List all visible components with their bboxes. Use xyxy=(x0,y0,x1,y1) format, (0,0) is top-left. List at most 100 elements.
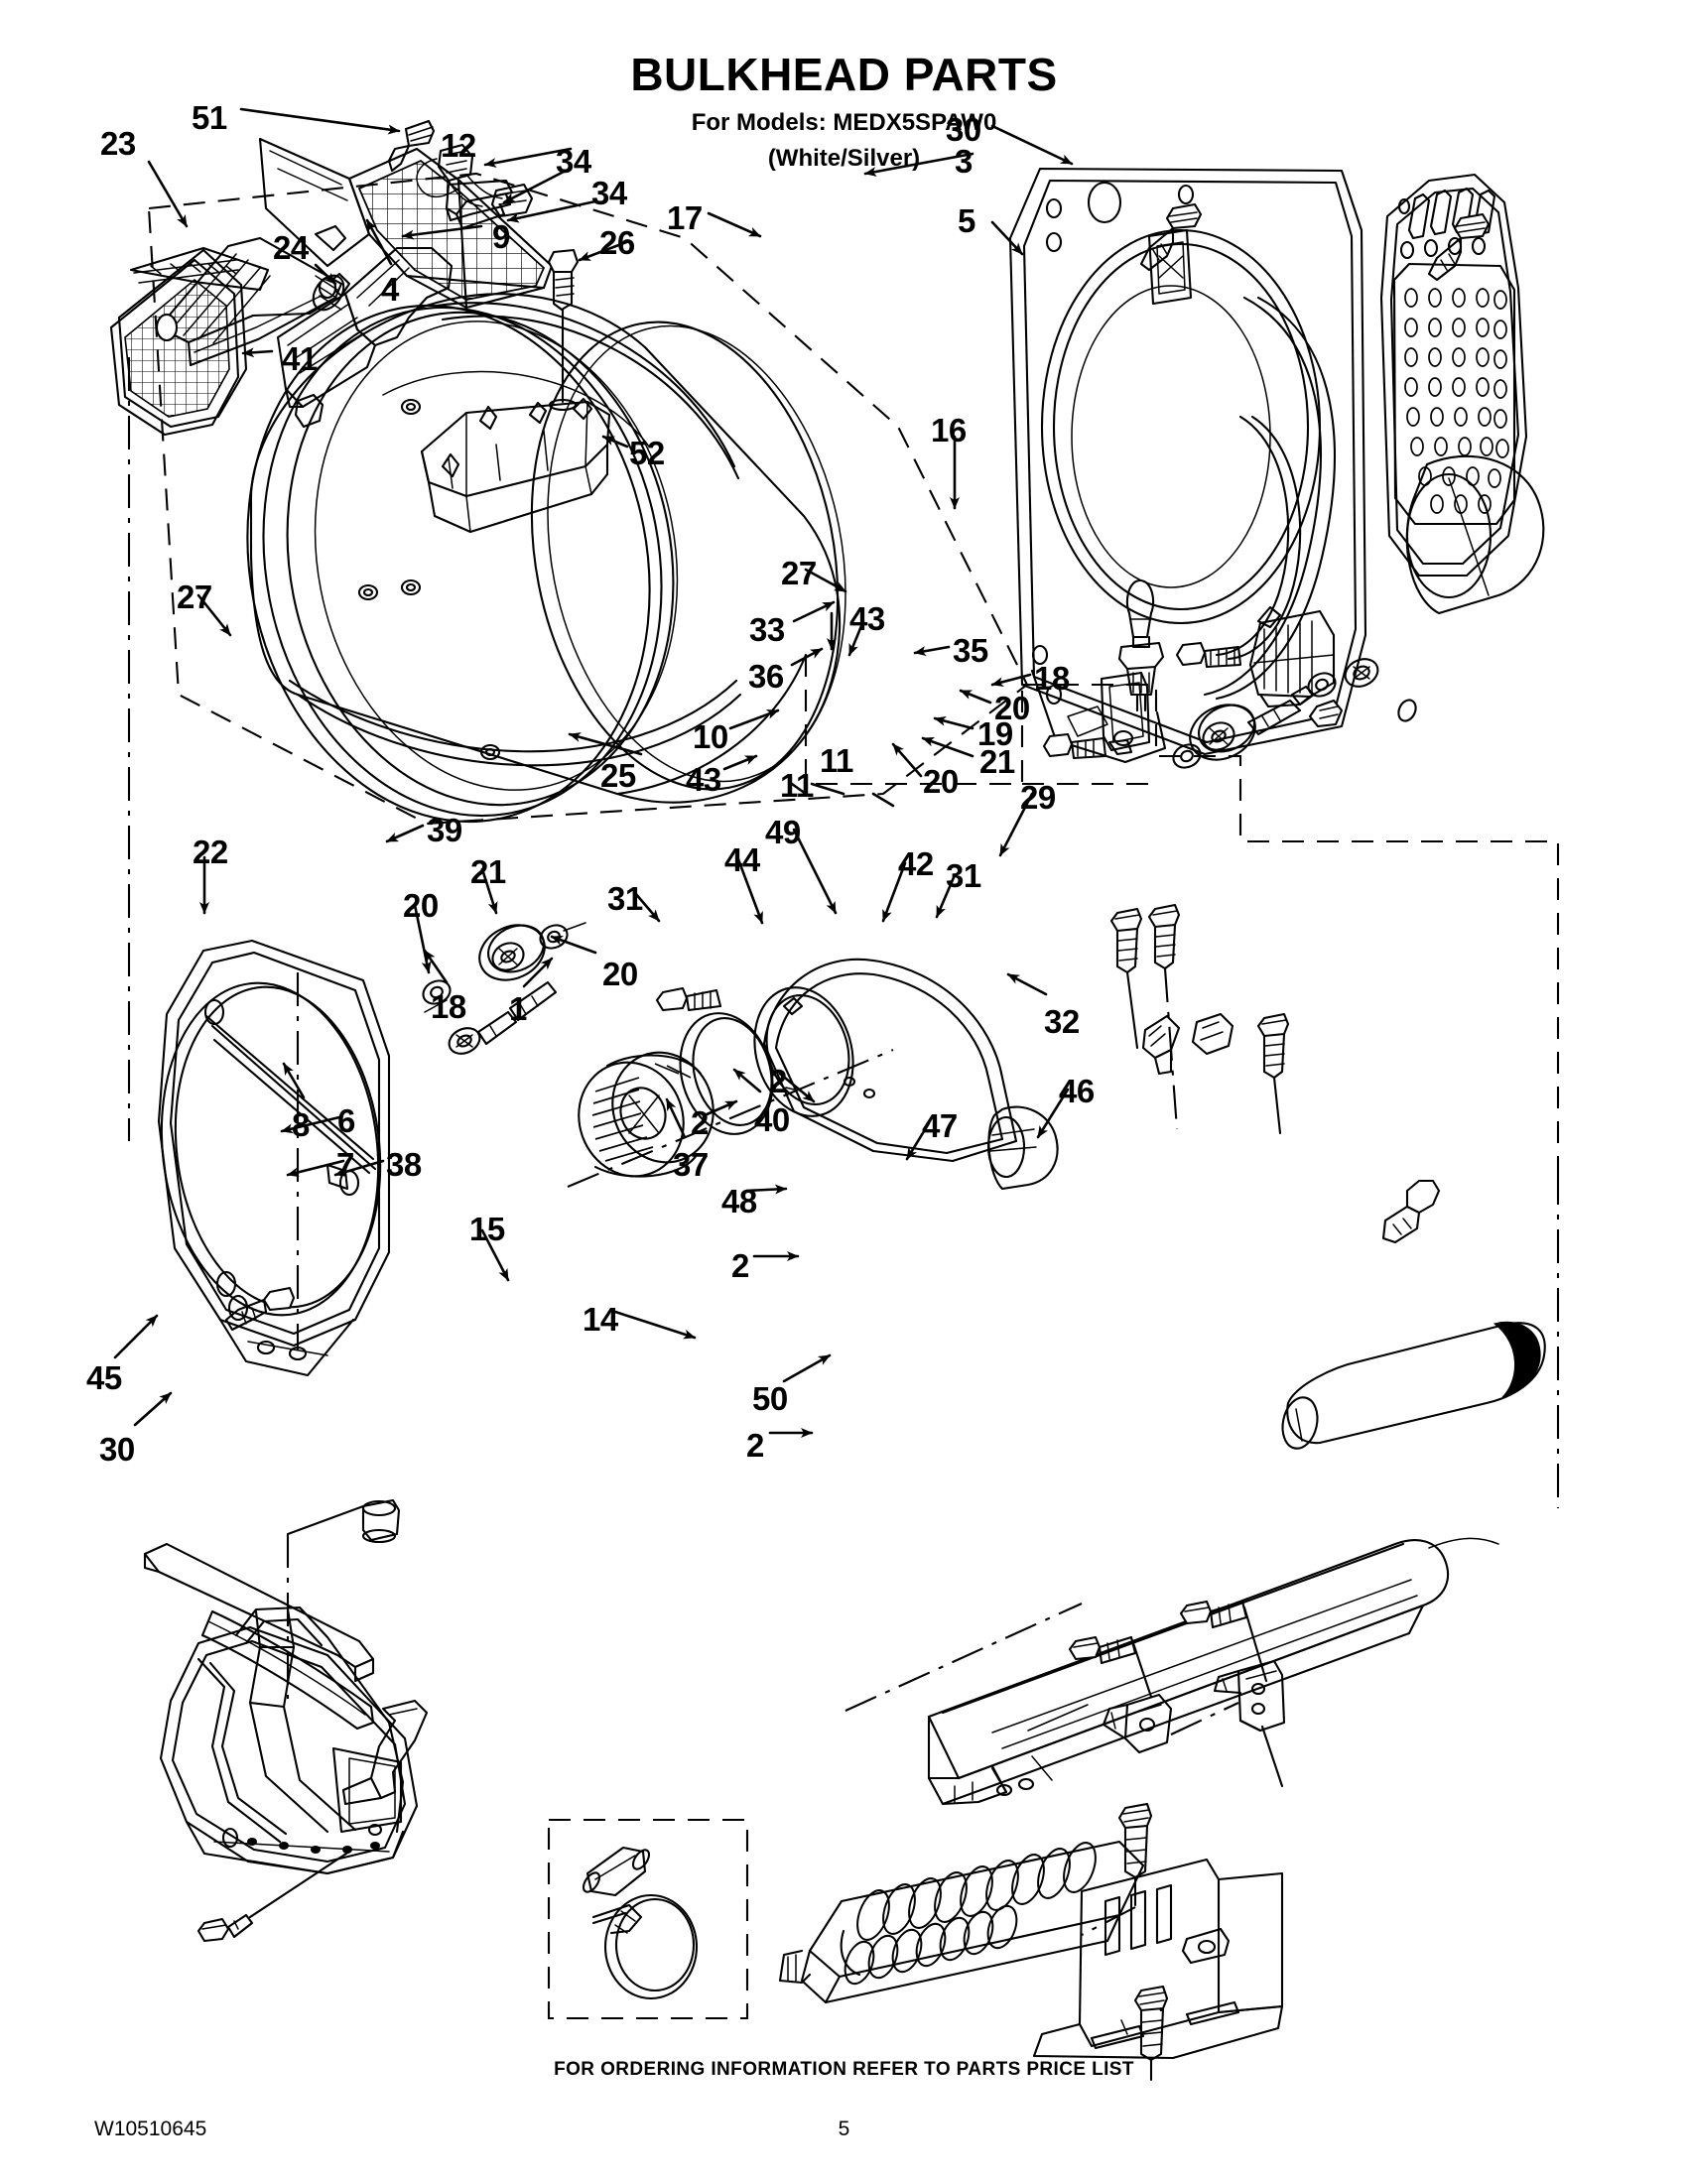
callout-48: 48 xyxy=(721,1183,757,1220)
callout-20c: 20 xyxy=(403,887,439,924)
callout-27a: 27 xyxy=(177,578,212,615)
callout-16: 16 xyxy=(931,412,967,449)
spring-part xyxy=(312,274,345,312)
screw-51 xyxy=(387,119,436,173)
motor-shaft-assembly-1 xyxy=(422,922,586,1055)
screw-11-a xyxy=(1109,907,1143,1050)
screw-2-b xyxy=(1068,1635,1153,1699)
group-27-dashed-outline xyxy=(804,655,1560,1508)
callout-31b: 31 xyxy=(946,857,981,894)
callout-2b: 2 xyxy=(691,1104,709,1141)
wire-retainer-49 xyxy=(1141,1014,1181,1076)
callout-24: 24 xyxy=(273,229,309,266)
idler-assembly xyxy=(1172,658,1379,769)
callout-34a: 34 xyxy=(556,143,591,180)
callout-26: 26 xyxy=(599,224,635,261)
terminal-block-cover-10 xyxy=(1100,671,1151,756)
thermal-fuse-36 xyxy=(1117,641,1165,712)
callout-46: 46 xyxy=(1059,1073,1095,1109)
callout-45: 45 xyxy=(86,1359,122,1396)
page-number: 5 xyxy=(838,2118,850,2140)
callout-27b: 27 xyxy=(781,555,817,591)
lint-screen-cover-5 xyxy=(1379,173,1528,578)
thermistor-33 xyxy=(1125,578,1155,649)
callout-1: 1 xyxy=(509,990,527,1027)
rear-bulkhead-39 xyxy=(157,939,391,1377)
callout-21a: 21 xyxy=(979,743,1015,780)
callout-32: 32 xyxy=(1044,1003,1080,1040)
callout-31a: 31 xyxy=(607,880,643,917)
screw-11-b xyxy=(1147,903,1181,1130)
felt-seal-7 xyxy=(200,1609,375,1731)
callout-25: 25 xyxy=(600,757,636,794)
callout-7: 7 xyxy=(336,1146,354,1183)
thermostat-bracket-47 xyxy=(1213,1659,1286,1788)
callout-52: 52 xyxy=(629,435,665,471)
callout-5: 5 xyxy=(958,202,975,239)
screw-31-left xyxy=(655,986,722,1012)
callout-51: 51 xyxy=(192,99,227,136)
callout-40: 40 xyxy=(754,1101,790,1138)
ordering-info-note: FOR ORDERING INFORMATION REFER TO PARTS … xyxy=(554,2059,1134,2080)
callout-2a: 2 xyxy=(769,1063,787,1099)
callout-39: 39 xyxy=(427,812,462,848)
callout-14: 14 xyxy=(583,1301,618,1338)
callout-29: 29 xyxy=(1020,779,1056,816)
callout-38: 38 xyxy=(386,1146,422,1183)
callout-49: 49 xyxy=(765,814,801,850)
callout-30b: 30 xyxy=(99,1431,135,1468)
screw-2-c xyxy=(1081,1802,1153,1936)
callout-8: 8 xyxy=(292,1106,310,1143)
callout-11a: 11 xyxy=(780,767,814,804)
leader-lines xyxy=(113,107,1074,1438)
screw-30-bottom xyxy=(196,1850,351,1943)
callout-2c: 2 xyxy=(731,1247,749,1284)
screw-43-lower xyxy=(1042,732,1107,760)
screw-2-d xyxy=(1133,1985,1169,2082)
screw-3 xyxy=(1139,202,1203,272)
callout-6: 6 xyxy=(337,1102,355,1139)
blower-housing-44 xyxy=(567,958,1059,1191)
drum-end-cylinder xyxy=(1405,454,1545,615)
callout-50: 50 xyxy=(752,1380,788,1417)
screw-43-upper xyxy=(1175,641,1242,669)
callout-17: 17 xyxy=(667,199,703,236)
roller-sleeve-32 xyxy=(1281,1321,1546,1450)
wire-clamp-42 xyxy=(1191,1012,1234,1056)
thermostat-48 xyxy=(1102,1693,1239,1754)
callout-4: 4 xyxy=(381,271,399,308)
heater-duct-46 xyxy=(927,1537,1499,1806)
document-id: W10510645 xyxy=(94,2118,207,2140)
callout-18a: 18 xyxy=(1034,660,1070,697)
callout-20a: 20 xyxy=(994,690,1030,726)
callout-20b: 20 xyxy=(923,763,959,800)
wire-clip-29 xyxy=(1381,1179,1441,1244)
callout-43a: 43 xyxy=(849,600,885,637)
callout-2d: 2 xyxy=(746,1427,764,1464)
callout-10: 10 xyxy=(693,718,728,755)
callout-37: 37 xyxy=(673,1146,709,1183)
drum-baffle-52 xyxy=(420,397,611,534)
heater-shield-50 xyxy=(1032,1858,1284,2060)
callout-44: 44 xyxy=(724,841,760,878)
callout-23: 23 xyxy=(100,125,136,162)
callout-9: 9 xyxy=(492,218,510,255)
callout-19: 19 xyxy=(977,715,1013,752)
lint-screen-41 xyxy=(109,246,270,437)
callout-30a: 30 xyxy=(946,111,981,148)
callout-33: 33 xyxy=(749,611,785,648)
blower-wheel-37 xyxy=(578,1051,714,1178)
callout-3: 3 xyxy=(955,143,973,180)
screw-22 xyxy=(224,1286,296,1332)
callout-20d: 20 xyxy=(602,956,638,992)
callout-47: 47 xyxy=(922,1107,958,1144)
bracket-tab-38 xyxy=(341,1699,429,1806)
callout-43b: 43 xyxy=(686,761,721,798)
callout-22: 22 xyxy=(193,834,228,870)
callout-36: 36 xyxy=(748,658,784,695)
callout-42: 42 xyxy=(898,845,934,882)
model-subtitle: For Models: MEDX5SPAW0 xyxy=(691,109,997,136)
bushing-8 xyxy=(286,1498,401,1699)
